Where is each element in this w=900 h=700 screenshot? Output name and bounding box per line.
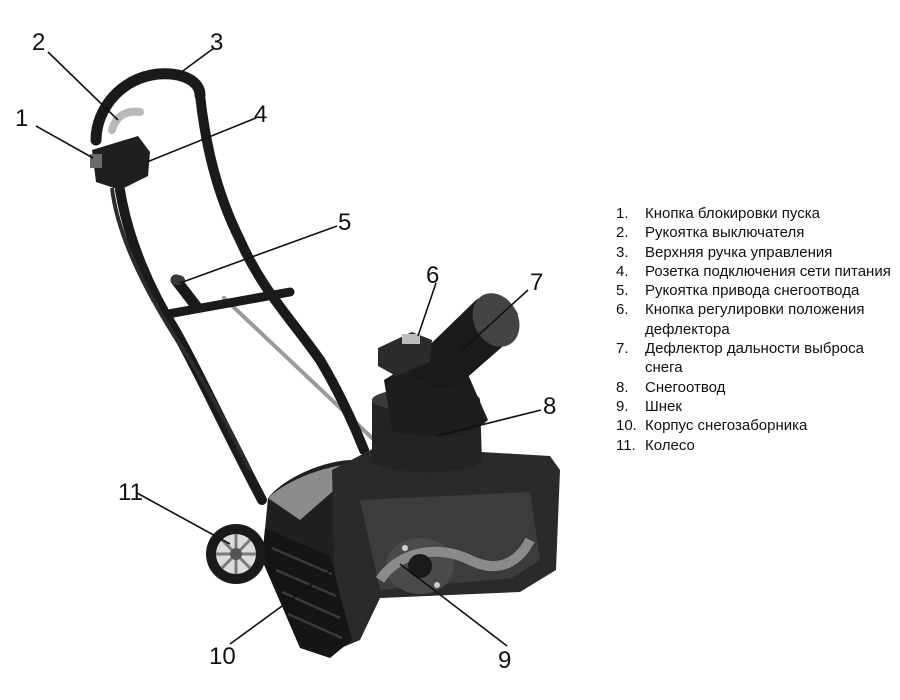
callout-4: 4 — [254, 101, 267, 128]
legend-label: Колесо — [645, 436, 695, 454]
callout-2: 2 — [32, 29, 45, 56]
legend-item: 1. Кнопка блокировки пуска — [616, 204, 900, 223]
callout-3: 3 — [210, 29, 223, 56]
legend-label: Розетка подключения сети питания — [645, 262, 891, 280]
legend-label: Рукоятка привода снегоотвода — [645, 282, 860, 300]
callout-5: 5 — [338, 209, 351, 236]
legend-label: Шнек — [645, 397, 682, 415]
legend-number: 11. — [616, 436, 636, 454]
legend-label: Рукоятка выключателя — [645, 224, 805, 242]
legend-item: 4. Розетка подключения сети питания — [616, 262, 900, 281]
legend-number: 3. — [616, 243, 629, 261]
legend-number: 7. — [616, 340, 629, 358]
parts-legend: 1. Кнопка блокировки пуска 2. Рукоятка в… — [616, 204, 900, 455]
callout-11: 11 — [118, 479, 143, 506]
legend-number: 2. — [616, 224, 629, 242]
legend-number: 9. — [616, 397, 629, 415]
legend-number: 4. — [616, 262, 629, 280]
legend-item: 2. Рукоятка выключателя — [616, 223, 900, 242]
legend-item: 5. Рукоятка привода снегоотвода — [616, 281, 900, 300]
legend-number: 10. — [616, 417, 637, 435]
legend-label: Кнопка блокировки пуска — [645, 205, 820, 222]
legend-item: 11. Колесо — [616, 436, 900, 455]
legend-item: 10. Корпус снегозаборника — [616, 416, 900, 435]
legend-item: 6. Кнопка регулировки положения дефлекто… — [616, 300, 900, 339]
legend-number: 6. — [616, 301, 629, 319]
legend-item: 9. Шнек — [616, 397, 900, 416]
legend-label: Корпус снегозаборника — [645, 417, 808, 435]
legend-label: Кнопка регулировки положения дефлектора — [645, 301, 865, 338]
callout-9: 9 — [498, 647, 511, 674]
legend-number: 5. — [616, 282, 629, 300]
callout-1: 1 — [15, 105, 28, 132]
legend-number: 8. — [616, 378, 629, 396]
callout-6: 6 — [426, 262, 439, 289]
legend-item: 8. Снегоотвод — [616, 378, 900, 397]
legend-item: 3. Верхняя ручка управления — [616, 243, 900, 262]
legend-number: 1. — [616, 205, 629, 222]
legend-label: Дефлектор дальности выброса снега — [645, 340, 864, 377]
callout-7: 7 — [530, 269, 543, 296]
leader-lines — [35, 47, 542, 647]
legend-label: Снегоотвод — [645, 378, 726, 396]
callout-numbers: 1 2 3 4 5 6 7 8 9 10 11 — [15, 29, 556, 674]
callout-8: 8 — [543, 393, 556, 420]
legend-label: Верхняя ручка управления — [645, 243, 833, 261]
callout-10: 10 — [209, 643, 236, 670]
snow-blower-illustration — [90, 68, 560, 658]
legend-item: 7. Дефлектор дальности выброса снега — [616, 339, 900, 378]
